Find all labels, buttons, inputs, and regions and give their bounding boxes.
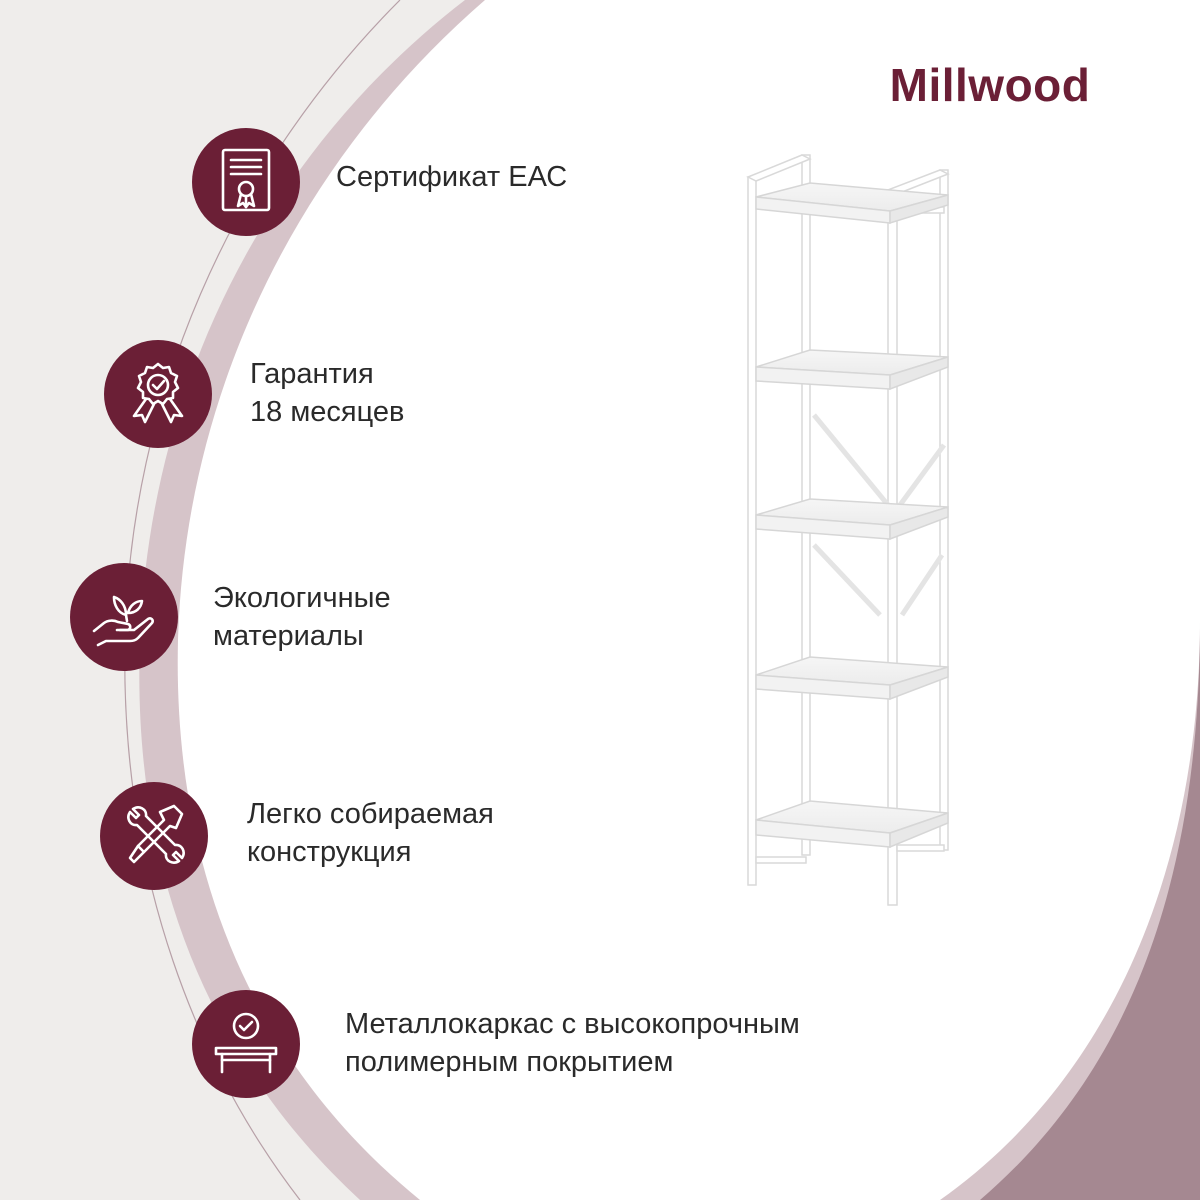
tools-icon <box>100 782 208 890</box>
shelf-unit-icon <box>746 154 950 906</box>
feature-label: Экологичные материалы <box>213 582 391 652</box>
brand-logo: Millwood <box>889 59 1091 111</box>
warranty-badge-icon <box>104 340 212 448</box>
feature-label: Гарантия 18 месяцев <box>250 358 405 428</box>
eco-hand-leaf-icon <box>70 563 178 671</box>
feature-label: Легко собираемая конструкция <box>247 798 494 868</box>
feature-label: Металлокаркас с высокопрочным полимерным… <box>345 1008 800 1078</box>
table-check-icon <box>192 990 300 1098</box>
feature-label: Сертификат ЕАС <box>336 161 568 193</box>
certificate-icon <box>192 128 300 236</box>
